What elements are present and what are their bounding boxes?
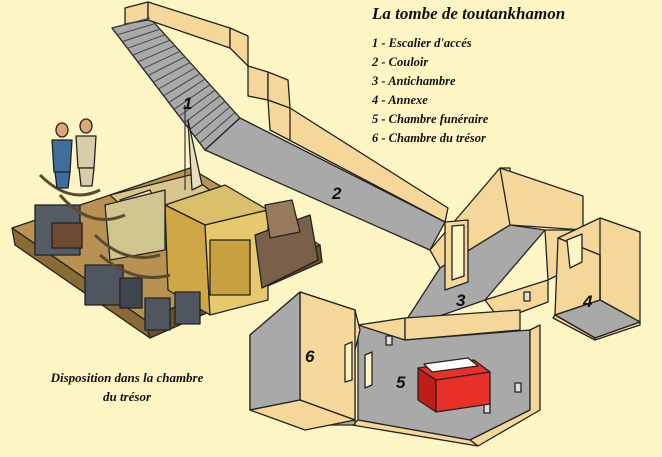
- legend-item: 1 - Escalier d'accés: [372, 36, 472, 50]
- caption-line: du trésor: [102, 389, 152, 404]
- treasury-interior-illustration: [11, 105, 323, 339]
- stair-step: [158, 67, 196, 90]
- antechamber: [399, 167, 584, 331]
- room-number-3: 3: [456, 291, 466, 310]
- treasury-caption: Disposition dans la chambre du trésor: [22, 368, 232, 406]
- stair-step: [183, 95, 221, 124]
- stair-step: [199, 112, 236, 144]
- legend-item: 4 - Annexe: [372, 93, 428, 107]
- legend-item: 6 - Chambre du trésor: [372, 131, 486, 145]
- stair-step: [168, 78, 206, 104]
- room-number-6: 6: [305, 347, 315, 366]
- stair-step: [111, 17, 151, 29]
- caption-line: Disposition dans la chambre: [50, 370, 204, 385]
- burial-chamber: [351, 309, 541, 447]
- stair-step: [189, 100, 226, 131]
- stair-step: [122, 28, 161, 43]
- stair-step: [137, 45, 176, 63]
- sarcophagus: [417, 357, 491, 413]
- room-number-1: 1: [183, 94, 192, 113]
- stair-step: [132, 39, 171, 56]
- stair-step: [163, 73, 201, 97]
- stair-step: [142, 50, 181, 70]
- visitors-figures: [51, 118, 97, 189]
- diagram-title: La tombe de toutankhamon: [372, 4, 566, 23]
- stair-step: [153, 61, 191, 83]
- room-number-4: 4: [582, 292, 593, 311]
- legend: 1 - Escalier d'accés 2 - Couloir 3 - Ant…: [372, 34, 488, 148]
- stair-step: [127, 34, 166, 49]
- room-number-5: 5: [396, 373, 406, 392]
- annex: [552, 217, 641, 341]
- room-number-2: 2: [331, 184, 342, 203]
- stair-step: [117, 23, 156, 36]
- legend-item: 2 - Couloir: [372, 55, 429, 69]
- legend-item: 5 - Chambre funéraire: [372, 112, 489, 126]
- legend-item: 3 - Antichambre: [372, 74, 456, 88]
- stair-step: [173, 84, 211, 110]
- treasury: [249, 291, 361, 431]
- stair-step: [194, 106, 231, 137]
- stair-step: [147, 56, 186, 76]
